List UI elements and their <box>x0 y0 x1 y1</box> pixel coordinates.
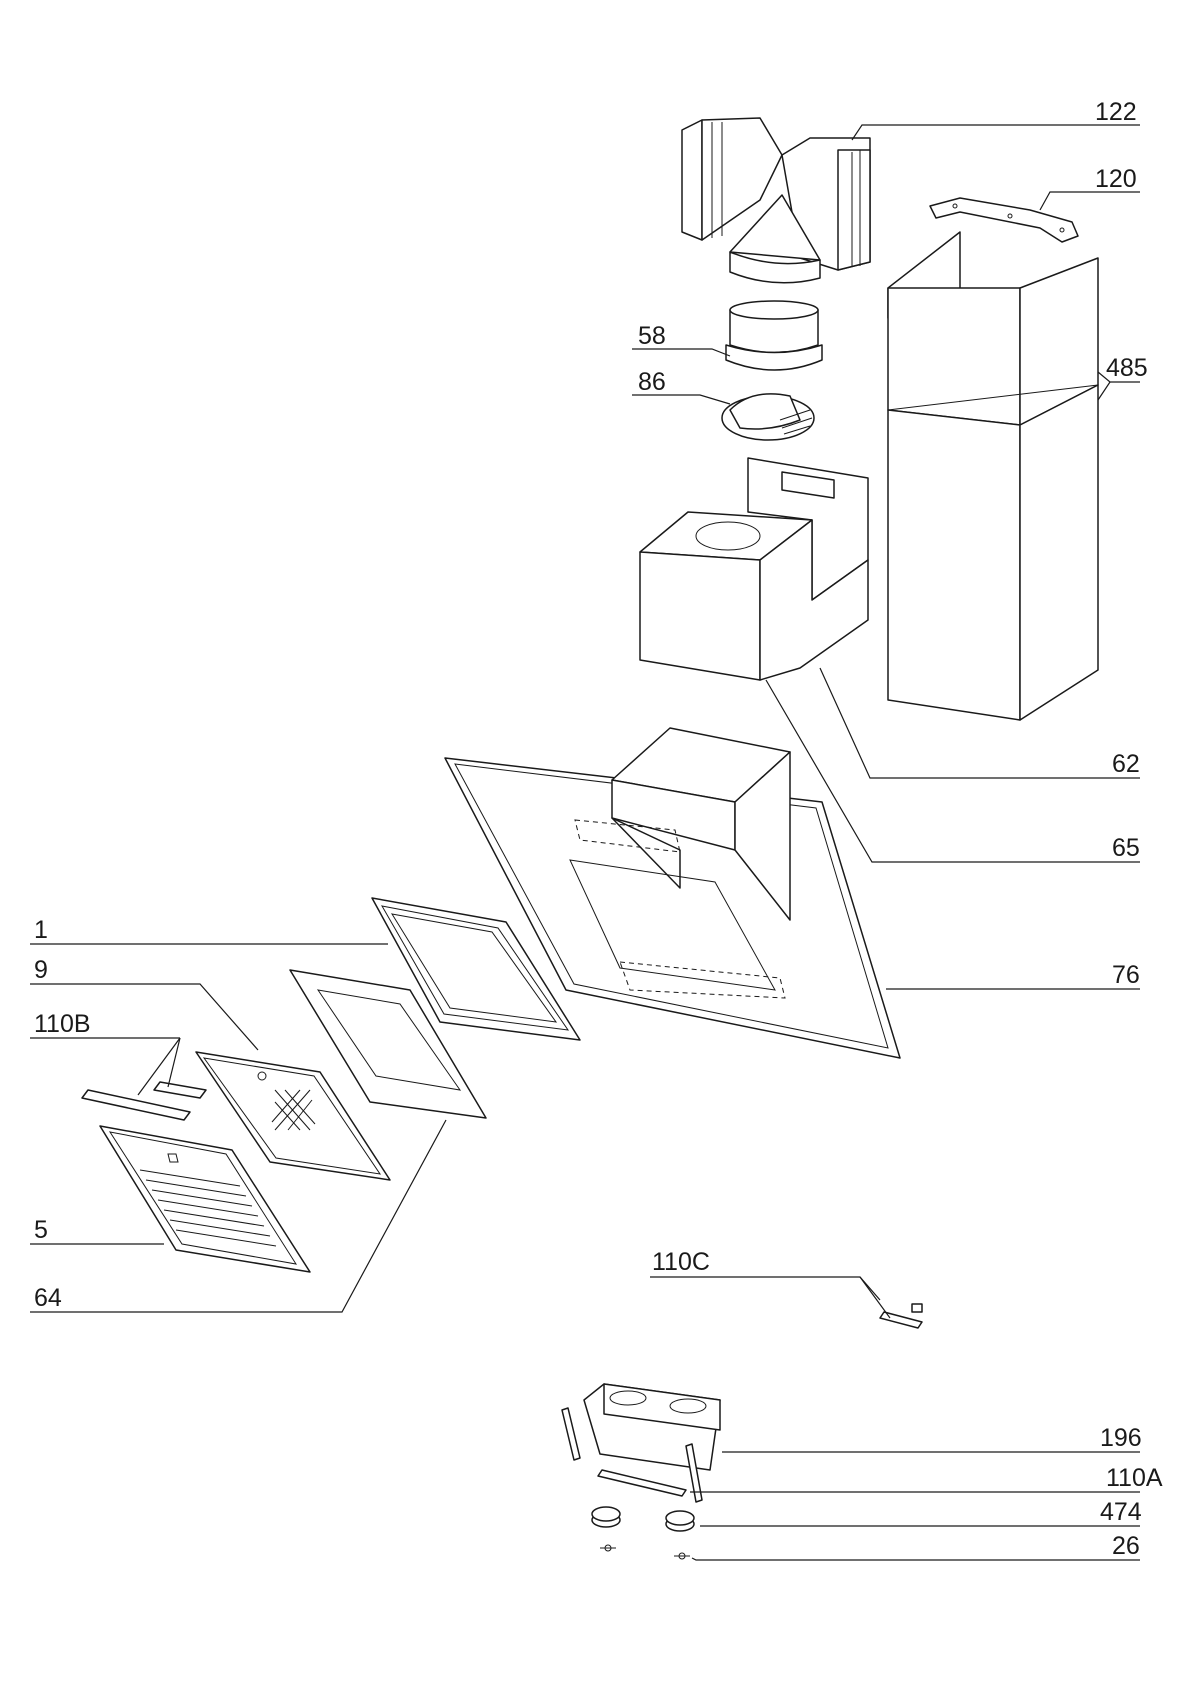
label-1: 1 <box>34 916 48 944</box>
part-110A-strip <box>597 1469 687 1497</box>
label-122: 122 <box>1095 98 1137 126</box>
part-labels: 122 120 58 86 485 62 65 1 9 110B 76 5 64… <box>34 98 1163 1560</box>
part-122-duct-adapter <box>681 117 871 284</box>
leader-lines <box>30 124 1140 1561</box>
part-26-screws <box>600 1544 690 1560</box>
label-5: 5 <box>34 1216 48 1244</box>
part-5-grille <box>99 1125 311 1273</box>
part-110B-strips <box>81 1081 207 1121</box>
part-86-damper <box>721 393 815 441</box>
part-58-collar <box>725 300 823 371</box>
label-58: 58 <box>638 322 666 350</box>
label-26: 26 <box>1112 1532 1140 1560</box>
label-9: 9 <box>34 956 48 984</box>
label-110A: 110A <box>1106 1464 1163 1492</box>
label-196: 196 <box>1100 1424 1142 1452</box>
part-485-chimney <box>887 231 1099 721</box>
label-76: 76 <box>1112 961 1140 989</box>
label-65: 65 <box>1112 834 1140 862</box>
label-86: 86 <box>638 368 666 396</box>
part-110C-strips <box>879 1303 923 1329</box>
grille-slots <box>139 1169 277 1247</box>
label-64: 64 <box>34 1284 62 1312</box>
part-64-plate <box>289 969 487 1119</box>
part-196-lamp-housing <box>561 1383 721 1503</box>
label-485: 485 <box>1106 354 1148 382</box>
part-76-canopy <box>444 727 901 1059</box>
label-120: 120 <box>1095 165 1137 193</box>
part-9-filter <box>195 1051 391 1181</box>
label-62: 62 <box>1112 750 1140 778</box>
part-1-frame <box>371 897 581 1041</box>
label-110B: 110B <box>34 1010 91 1038</box>
label-474: 474 <box>1100 1498 1142 1526</box>
part-62-65-motor-housing <box>639 457 869 681</box>
filter-mesh <box>271 1089 316 1131</box>
part-120-bracket <box>929 197 1079 243</box>
part-474-lamp-holders <box>591 1506 695 1532</box>
label-110C: 110C <box>652 1248 710 1276</box>
